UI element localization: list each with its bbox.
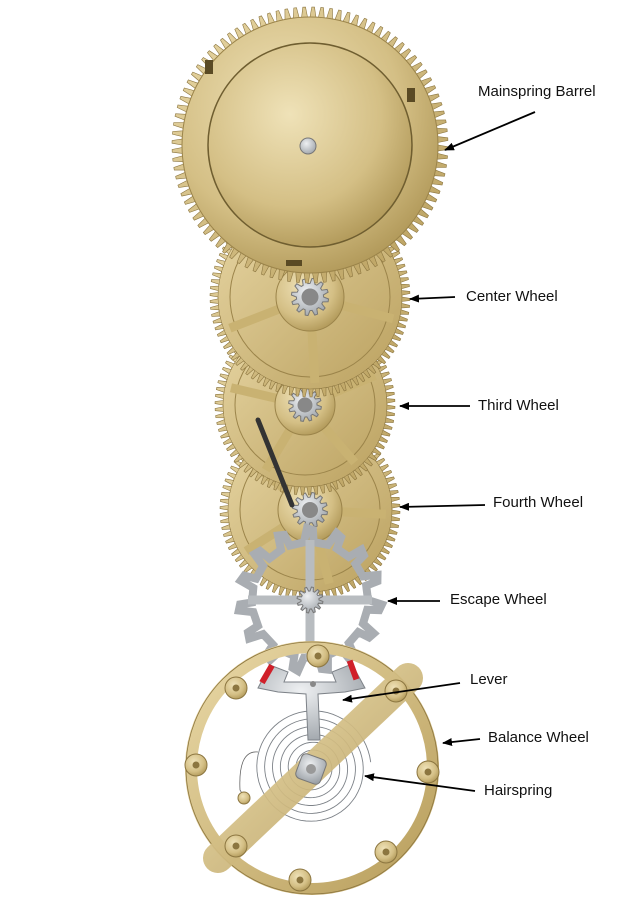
lever [257, 659, 366, 741]
balance-screw-head [232, 842, 240, 850]
arrow-hairspring [364, 773, 476, 792]
balance-screw-head [232, 684, 240, 692]
label-mainspring-barrel: Mainspring Barrel [478, 83, 596, 100]
balance-screw-head [382, 848, 390, 856]
mainspring-barrel-arbor [299, 137, 317, 155]
label-hairspring: Hairspring [484, 782, 553, 799]
lever-body [257, 663, 366, 741]
label-balance-wheel: Balance Wheel [488, 729, 589, 746]
hairspring-stud-wire [239, 751, 259, 796]
label-fourth-wheel: Fourth Wheel [493, 494, 584, 511]
balance-screw-head [424, 768, 432, 776]
lever-pallet-jewel [346, 659, 360, 681]
label-lever: Lever [470, 671, 508, 688]
escape-wheel-pinion [296, 586, 324, 614]
balance-screw-head [192, 761, 200, 769]
arrow-balance-wheel [442, 738, 481, 747]
label-third-wheel: Third Wheel [478, 397, 559, 414]
balance-wheel [184, 641, 440, 895]
arrow-lever [342, 682, 461, 703]
arrow-fourth-wheel [399, 502, 486, 511]
balance-screw-head [314, 652, 322, 660]
arrow-mainspring-barrel [444, 111, 536, 151]
label-escape-wheel: Escape Wheel [450, 591, 547, 608]
mainspring-barrel-slot [407, 88, 415, 102]
balance-screw-head [296, 876, 304, 884]
hairspring-stud [237, 791, 251, 805]
fourth-wheel-arbor [302, 502, 318, 518]
balance-staff [306, 764, 316, 774]
mainspring-barrel-slot [286, 260, 302, 266]
mainspring-barrel [171, 6, 449, 284]
arrow-center-wheel [409, 294, 456, 303]
label-center-wheel: Center Wheel [466, 288, 558, 305]
third-wheel-arbor [297, 397, 313, 413]
lever-pallet-jewel [259, 663, 275, 685]
mainspring-barrel-slot [205, 60, 213, 74]
center-wheel-arbor [301, 288, 319, 306]
lever-pivot [310, 681, 316, 687]
pivot-shaft [255, 417, 295, 508]
